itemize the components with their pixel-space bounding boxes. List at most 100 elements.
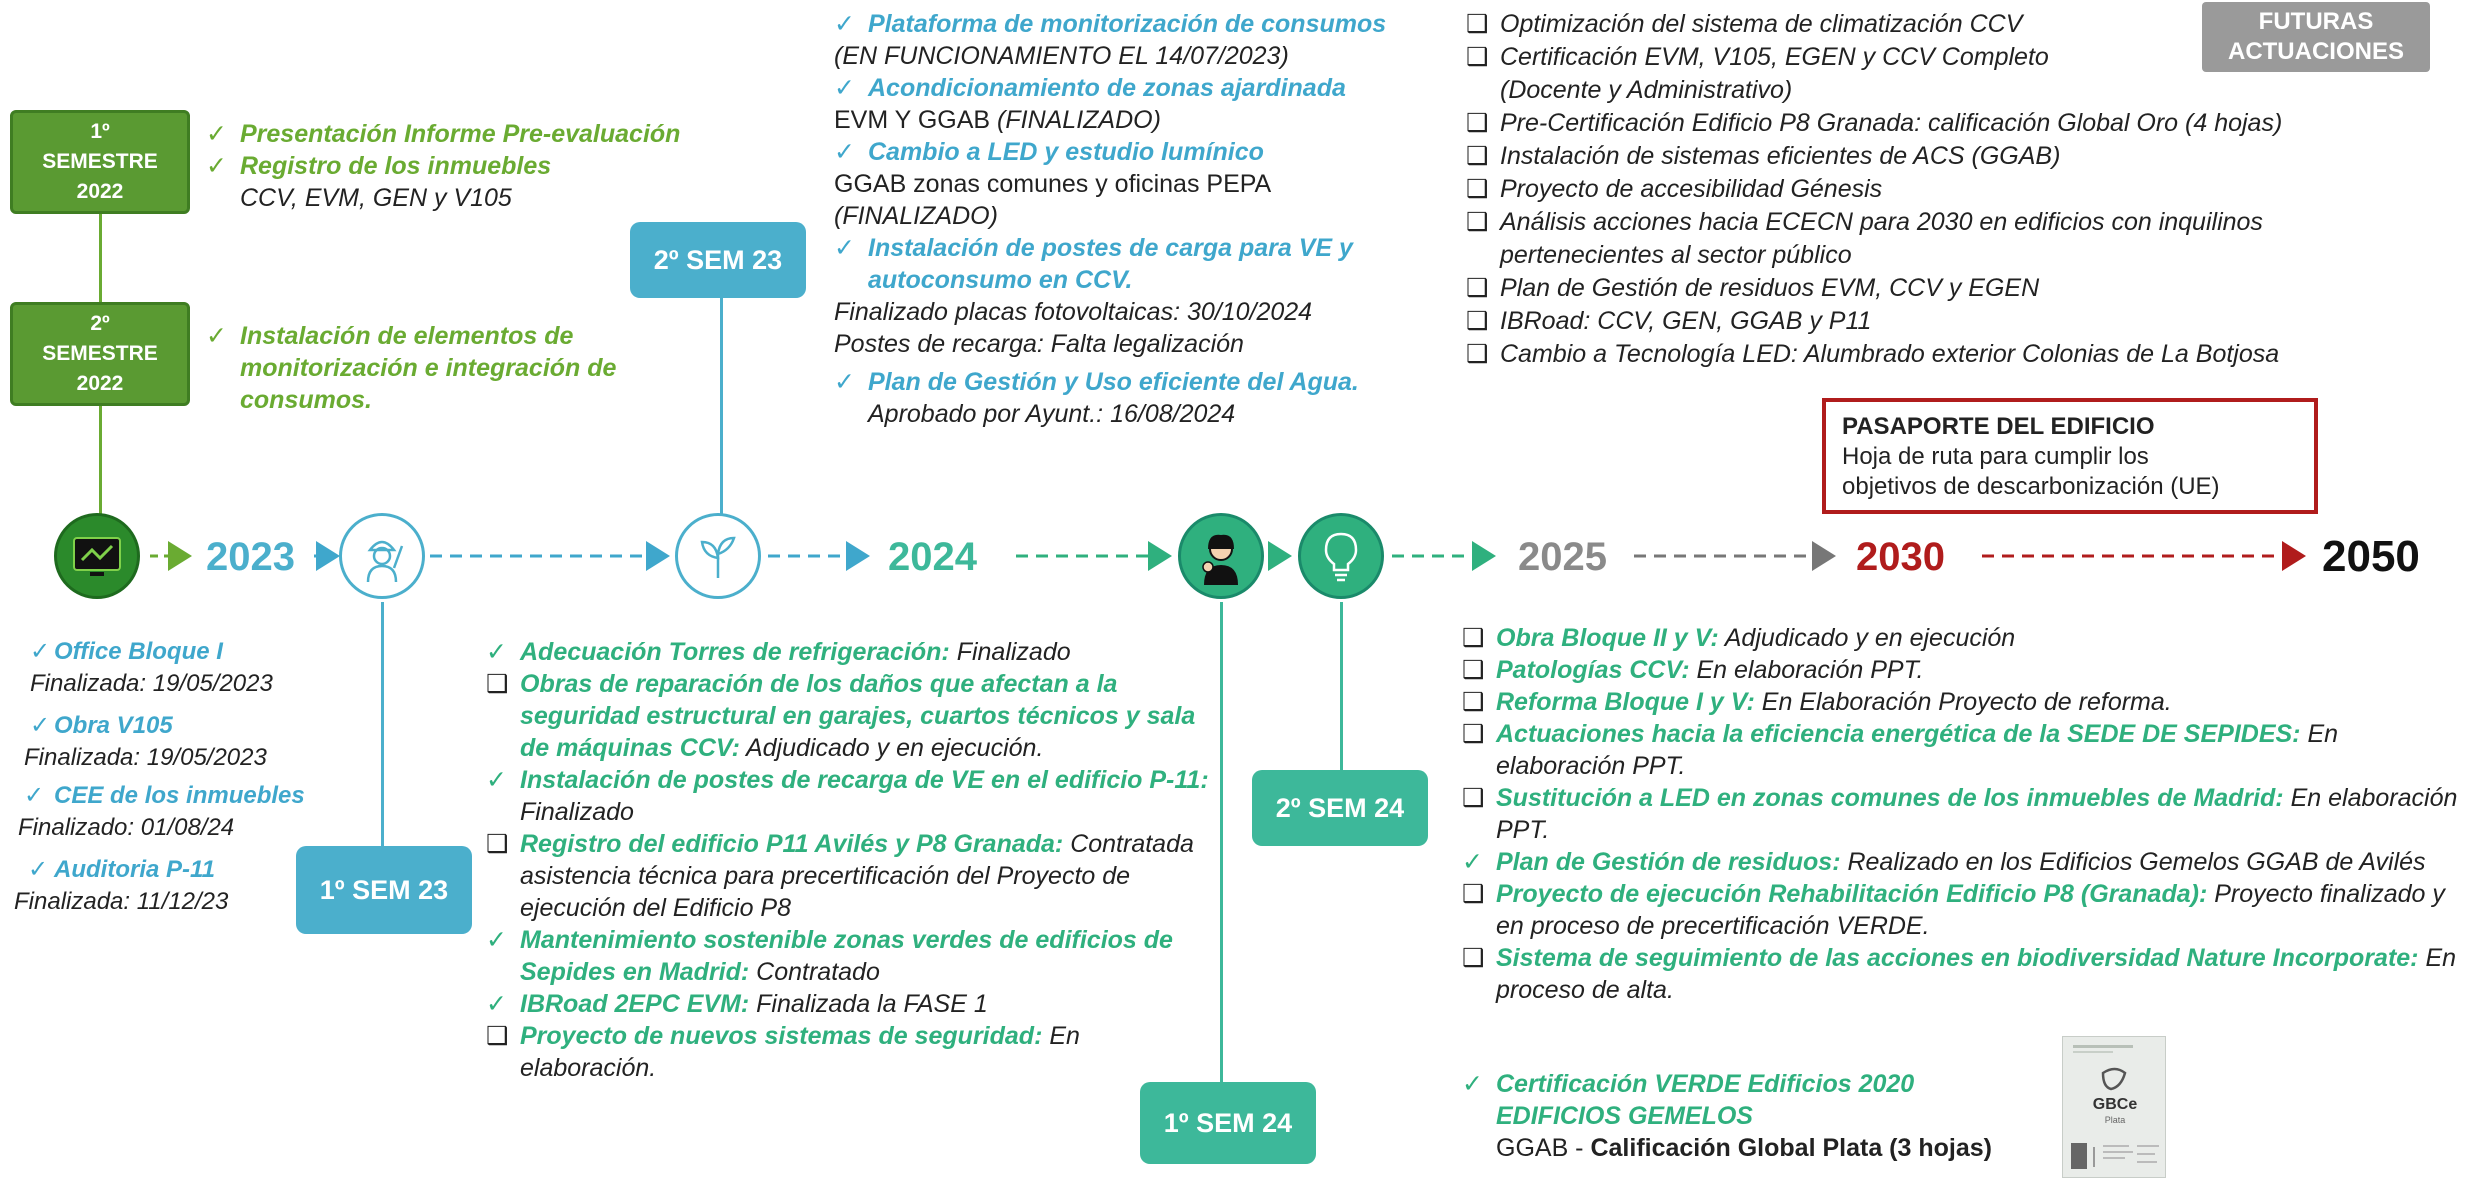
connector-line [1220, 602, 1223, 1082]
gbce-logo-text: GBCe [2093, 1096, 2138, 1113]
box-line: SEMESTRE [42, 342, 158, 365]
box-2-semestre-2022: 2º SEMESTRE 2022 [10, 302, 190, 406]
verde-line: EDIFICIOS GEMELOS [1496, 1102, 1753, 1130]
list-item: Presentación Informe Pre-evaluación [240, 120, 681, 148]
box-line: 1º [90, 120, 110, 143]
list-item: Reforma Bloque I y V: [1496, 688, 1755, 716]
gbce-logo-sub: Plata [2105, 1115, 2126, 1125]
check-icon: ✓ [28, 856, 49, 883]
checkbox-icon: ❑ [1466, 109, 1489, 137]
checkbox-icon: ❑ [1466, 340, 1489, 368]
check-icon: ✓ [834, 368, 855, 396]
box-line: FUTURAS [2258, 8, 2374, 35]
list-item-sub: En proceso de alta. [1496, 944, 2457, 1004]
list-item-sub: Finalizado [520, 798, 634, 826]
connector-line [720, 298, 723, 516]
list-item-sub: EVM Y GGAB [834, 106, 998, 134]
list-item: Obra Bloque II y V: [1496, 624, 1719, 652]
list-item-sub: Finalizado: 01/08/24 [18, 814, 235, 841]
check-icon: ✓ [486, 926, 507, 954]
year-2023: 2023 [206, 535, 295, 579]
checkbox-icon: ❑ [1462, 624, 1485, 652]
list-item-sub: En elaboración. [520, 1022, 1080, 1082]
sem1-23-list: ✓Office Bloque I Finalizada: 19/05/2023 … [14, 636, 344, 918]
list-item: IBRoad: CCV, GEN, GGAB y P11 [1500, 307, 1872, 335]
box-futuras-actuaciones: FUTURAS ACTUACIONES [2202, 2, 2430, 72]
list-item-sub: Contratado [749, 958, 880, 986]
box-label: 1º SEM 24 [1163, 1107, 1293, 1138]
checkbox-icon: ❑ [1462, 720, 1485, 748]
checkbox-icon: ❑ [1466, 307, 1489, 335]
sem1-2022-list: ✓Presentación Informe Pre-evaluación ✓Re… [206, 118, 726, 214]
list-item-sub: Aprobado por Ayunt.: 16/08/2024 [868, 400, 1236, 428]
sem2-23-list: ✓Plataforma de monitorización de consumo… [834, 8, 1424, 430]
check-icon: ✓ [834, 10, 855, 38]
checkbox-icon: ❑ [1466, 142, 1489, 170]
check-icon: ✓ [206, 322, 227, 350]
list-item-sub: Contratada asistencia técnica para prece… [520, 830, 1194, 922]
verde-line: Calificación Global Plata (3 hojas) [1590, 1134, 1992, 1162]
list-item: Instalación de postes de carga para VE y… [868, 234, 1353, 294]
list-item: Optimización del sistema de climatizació… [1500, 10, 2023, 38]
checkbox-icon: ❑ [1466, 10, 1489, 38]
list-item: Auditoria P-11 [54, 856, 215, 883]
verde-certification: ✓Certificación VERDE Edificios 2020 EDIF… [1462, 1068, 2082, 1164]
box-label: 2º SEM 23 [653, 244, 783, 275]
checkbox-icon: ❑ [1462, 688, 1485, 716]
list-item-sub: Finalizada la FASE 1 [749, 990, 988, 1018]
check-icon: ✓ [834, 234, 855, 262]
list-item: Sustitución a LED en zonas comunes de lo… [1496, 784, 2284, 812]
sem2-24-list: ❑Obra Bloque II y V: Adjudicado y en eje… [1462, 622, 2462, 1006]
list-item-sub: En Elaboración Proyecto de reforma. [1754, 688, 2172, 716]
timeline-arrows [150, 541, 2306, 571]
list-item: Cambio a LED y estudio lumínico [868, 138, 1264, 166]
list-item: Instalación de sistemas eficientes de AC… [1500, 142, 2061, 170]
box-line: 2022 [76, 180, 124, 203]
list-item: Plan de Gestión y Uso eficiente del Agua… [868, 368, 1359, 396]
checkbox-icon: ❑ [1462, 656, 1485, 684]
list-item-sub: GGAB zonas comunes y oficinas PEPA [834, 170, 1272, 198]
box-line: 2022 [76, 372, 124, 395]
list-item: Adecuación Torres de refrigeración: [520, 638, 950, 666]
checkbox-icon: ❑ [1462, 944, 1485, 972]
box-line: ACTUACIONES [2227, 38, 2404, 65]
box-line: 2º [90, 312, 110, 335]
list-item: Office Bloque I [54, 638, 223, 665]
worker-woman-icon [1178, 513, 1264, 599]
futuras-list: ❑ Optimización del sistema de climatizaci… [1466, 8, 2466, 371]
list-item: IBRoad 2EPC EVM: [520, 990, 750, 1018]
list-item: Proyecto de ejecución Rehabilitación Edi… [1496, 880, 2208, 908]
check-icon: ✓ [24, 782, 45, 809]
list-item-sub: Postes de recarga: Falta legalización [834, 330, 1244, 358]
connector-line [99, 406, 102, 514]
pasaporte-text: objetivos de descarbonización (UE) [1842, 473, 2220, 500]
checkbox-icon: ❑ [1462, 880, 1485, 908]
list-item-sub: Finalizada: 19/05/2023 [24, 744, 267, 771]
verde-line: GGAB - [1496, 1134, 1591, 1162]
list-item: Certificación EVM, V105, EGEN y CCV Comp… [1500, 43, 2049, 71]
list-item: Registro de los inmuebles [240, 152, 552, 180]
check-icon: ✓ [486, 766, 507, 794]
list-item: Mantenimiento sostenible zonas verdes de… [520, 926, 1173, 986]
box-label: 2º SEM 24 [1275, 792, 1405, 823]
list-item-sub: Finalizado placas fotovoltaicas: 30/10/2… [834, 298, 1313, 326]
list-item: Patologías CCV: [1496, 656, 1690, 684]
box-2-sem-24: 2º SEM 24 [1252, 770, 1428, 846]
year-2024: 2024 [888, 535, 977, 579]
verde-line: Certificación VERDE Edificios 2020 [1496, 1070, 1915, 1098]
list-item-sub: CCV, EVM, GEN y V105 [240, 184, 512, 212]
box-1-semestre-2022: 1º SEMESTRE 2022 [10, 110, 190, 214]
box-1-sem-24: 1º SEM 24 [1140, 1082, 1316, 1164]
checkbox-icon: ❑ [1466, 208, 1489, 236]
checkbox-icon: ❑ [486, 1022, 509, 1050]
box-label: 1º SEM 23 [319, 874, 449, 905]
check-icon: ✓ [206, 152, 227, 180]
list-item-sub: Proyecto finalizado y en proceso de prec… [1496, 880, 2445, 940]
list-item: Acondicionamiento de zonas ajardinada [868, 74, 1346, 102]
list-item: Registro del edificio P11 Avilés y P8 Gr… [520, 830, 1064, 858]
year-2025: 2025 [1518, 535, 1607, 579]
list-item: Actuaciones hacia la eficiencia energéti… [1496, 720, 2301, 748]
pasaporte-box: PASAPORTE DEL EDIFICIO Hoja de ruta para… [1822, 398, 2318, 514]
list-item-sub: Finalizada: 19/05/2023 [30, 670, 273, 697]
connector-line [1340, 602, 1343, 770]
